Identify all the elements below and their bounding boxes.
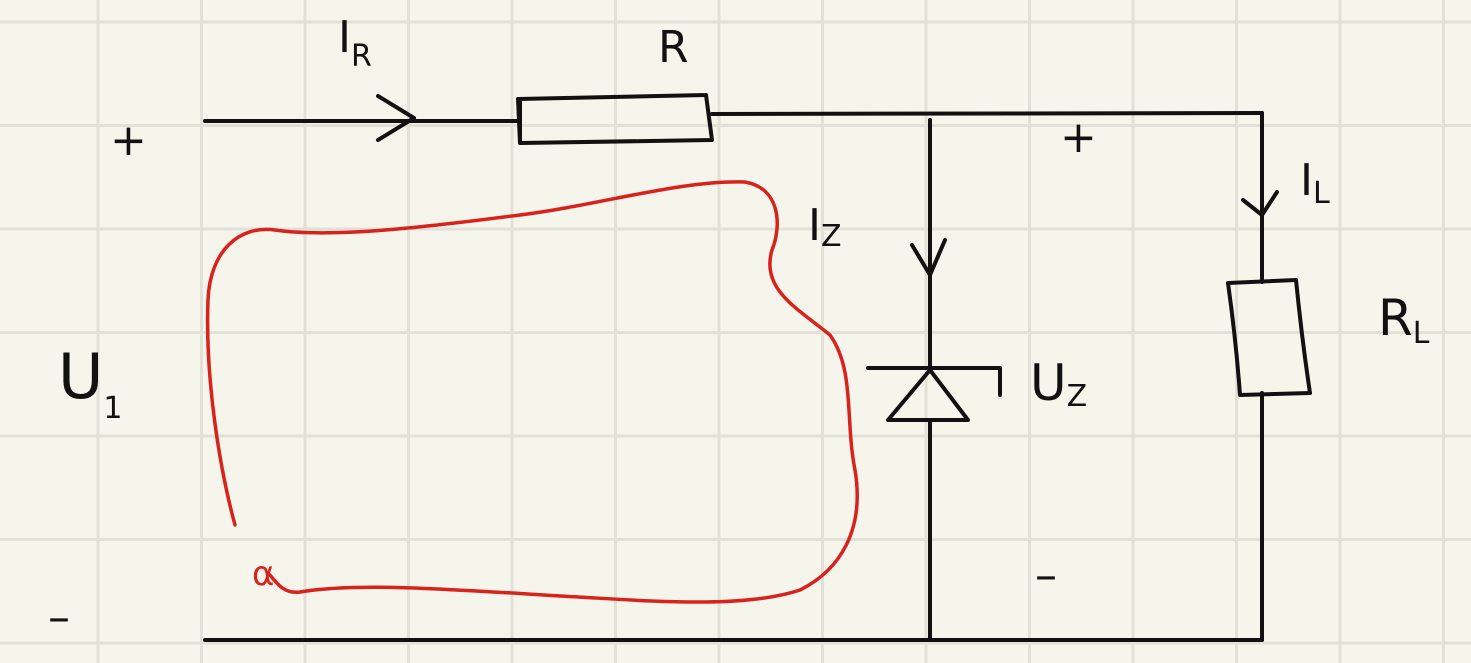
current-arrow-iz	[910, 238, 947, 277]
resistor-label: R	[658, 22, 689, 73]
output-plus-label: +	[1060, 112, 1097, 163]
zener-diode	[866, 366, 1002, 422]
mesh-loop-annotation	[205, 180, 859, 604]
input-voltage-label: U1	[58, 340, 122, 426]
resistor-r	[516, 93, 714, 145]
output-minus-label: –	[1035, 550, 1057, 601]
current-arrow-ir	[376, 94, 416, 142]
current-arrow-il	[1241, 190, 1279, 217]
input-plus-label: +	[110, 115, 147, 166]
load-resistor-label: RL	[1378, 289, 1430, 351]
load-current-label: IL	[1300, 155, 1330, 211]
zener-current-label: IZ	[808, 200, 842, 254]
resistor-current-label: IR	[338, 12, 372, 74]
zener-voltage-label: UZ	[1030, 354, 1087, 414]
top-wire-output	[710, 111, 1264, 116]
loop-mark: α	[252, 554, 274, 594]
input-minus-label: –	[48, 592, 70, 643]
load-resistor-rl	[1226, 278, 1312, 397]
